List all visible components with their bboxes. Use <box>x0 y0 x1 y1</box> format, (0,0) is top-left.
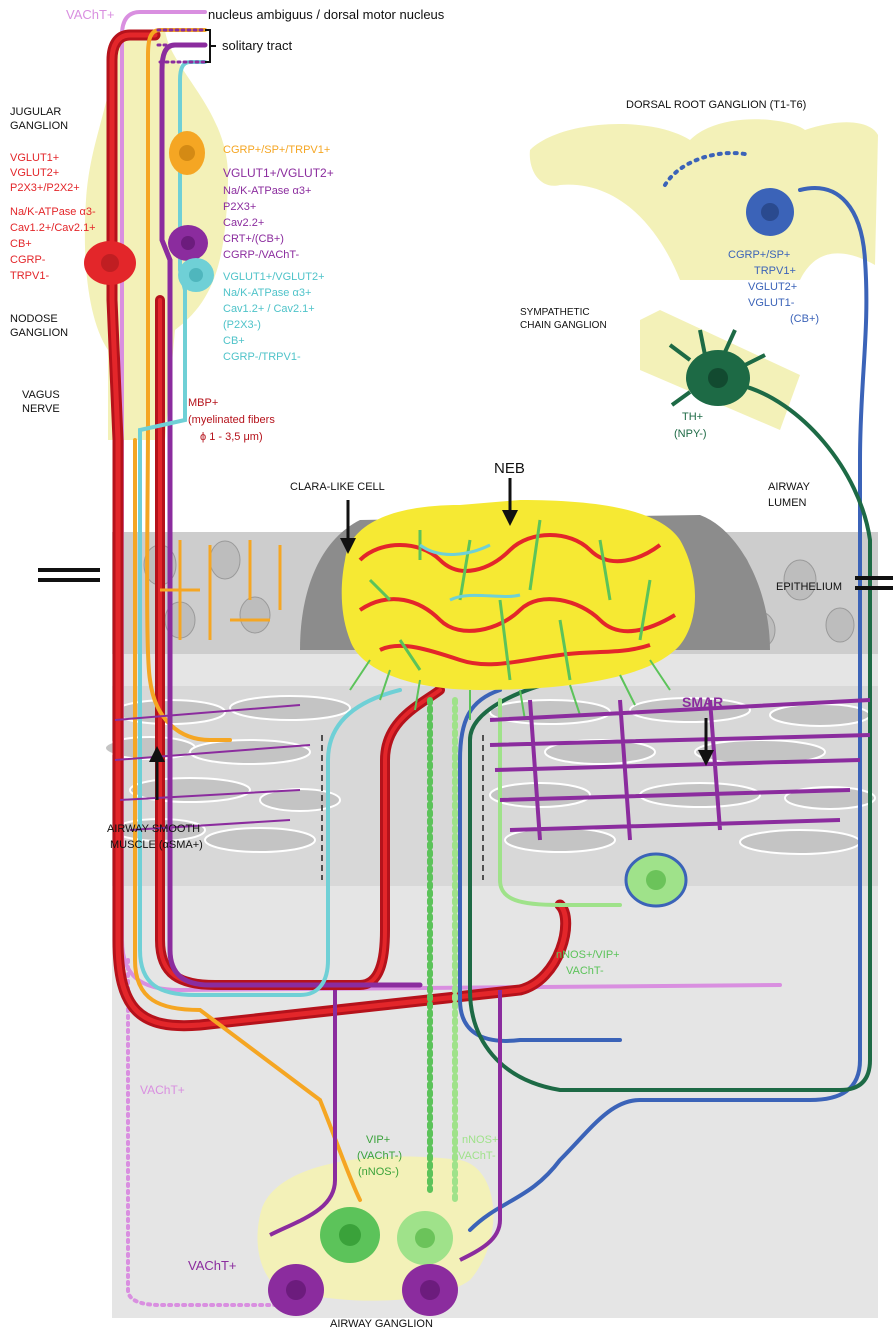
drg-body <box>530 119 878 280</box>
label-nnos-vip-2: VAChT- <box>566 965 604 977</box>
label-epithelium: EPITHELIUM <box>776 581 842 593</box>
label-sympathetic-2: CHAIN GANGLION <box>520 320 607 331</box>
label-airway-lumen-1: AIRWAY <box>768 481 811 493</box>
label-red-8: TRPV1- <box>10 270 49 282</box>
label-vacht-top: VAChT+ <box>66 7 115 22</box>
label-sympathetic-1: SYMPATHETIC <box>520 307 590 318</box>
label-red-6: CB+ <box>10 238 32 250</box>
label-nodose-1: NODOSE <box>10 313 58 325</box>
label-cyan-3: Cav1.2+ / Cav2.1+ <box>223 303 315 315</box>
ganglion-green-neuron <box>320 1207 380 1263</box>
ganglion-purple-neuron-left <box>268 1264 324 1316</box>
label-neb: NEB <box>494 460 525 477</box>
label-vagus-2: NERVE <box>22 403 60 415</box>
label-jugular-1: JUGULAR <box>10 106 61 118</box>
label-purple-1: VGLUT1+/VGLUT2+ <box>223 166 334 180</box>
ganglion-purple-neuron-right <box>402 1264 458 1316</box>
label-clara: CLARA-LIKE CELL <box>290 481 385 493</box>
label-purple-5: CRT+/(CB+) <box>223 233 284 245</box>
red-nodose-neuron <box>84 241 136 285</box>
label-nnos-2: VAChT- <box>458 1150 496 1162</box>
label-red-4: Na/K-ATPase α3- <box>10 206 96 218</box>
label-vip-2: (VAChT-) <box>357 1150 402 1162</box>
label-vacht-ganglion: VAChT+ <box>188 1258 237 1273</box>
label-th-1: TH+ <box>682 411 703 423</box>
label-blue-2: TRPV1+ <box>754 265 796 277</box>
label-nnos-vip-1: nNOS+/VIP+ <box>556 949 620 961</box>
label-nnos-1: nNOS+ <box>462 1134 498 1146</box>
label-blue-1: CGRP+/SP+ <box>728 249 790 261</box>
label-th-2: (NPY-) <box>674 428 707 440</box>
label-vip-1: VIP+ <box>366 1134 390 1146</box>
label-blue-3: VGLUT2+ <box>748 281 797 293</box>
ganglion-light-green-neuron <box>397 1211 453 1265</box>
label-cyan-2: Na/K-ATPase α3+ <box>223 287 311 299</box>
label-smooth-muscle-2: MUSCLE (αSMA+) <box>110 839 203 851</box>
label-solitary: solitary tract <box>222 38 292 53</box>
label-mbp-2: (myelinated fibers <box>188 414 275 426</box>
orange-jugular-neuron <box>169 131 205 175</box>
purple-nodose-neuron <box>168 225 208 261</box>
label-red-3: P2X3+/P2X2+ <box>10 182 80 194</box>
label-blue-5: (CB+) <box>790 313 819 325</box>
label-nucleus: nucleus ambiguus / dorsal motor nucleus <box>208 7 445 22</box>
label-blue-4: VGLUT1- <box>748 297 795 309</box>
label-smar: SMAR <box>682 694 723 710</box>
label-mbp-1: MBP+ <box>188 397 218 409</box>
label-vagus-1: VAGUS <box>22 389 60 401</box>
label-purple-6: CGRP-/VAChT- <box>223 249 300 261</box>
label-vip-3: (nNOS-) <box>358 1166 399 1178</box>
label-smooth-muscle-1: AIRWAY SMOOTH <box>107 823 200 835</box>
label-purple-4: Cav2.2+ <box>223 217 264 229</box>
label-red-2: VGLUT2+ <box>10 167 59 179</box>
label-mbp-3: ϕ 1 - 3,5 μm) <box>200 431 263 443</box>
label-purple-2: Na/K-ATPase α3+ <box>223 185 311 197</box>
label-jugular-2: GANGLION <box>10 120 68 132</box>
label-red-5: Cav1.2+/Cav2.1+ <box>10 222 96 234</box>
label-orange-1: CGRP+/SP+/TRPV1+ <box>223 144 330 156</box>
label-nodose-2: GANGLION <box>10 327 68 339</box>
label-airway-ganglion: AIRWAY GANGLION <box>330 1318 433 1330</box>
blue-drg-neuron <box>746 188 794 236</box>
label-cyan-5: CB+ <box>223 335 245 347</box>
nnos-vip-neuron <box>626 854 686 906</box>
label-vacht-left: VAChT+ <box>140 1083 185 1097</box>
label-red-7: CGRP- <box>10 254 46 266</box>
label-cyan-1: VGLUT1+/VGLUT2+ <box>223 271 325 283</box>
label-drg: DORSAL ROOT GANGLION (T1-T6) <box>626 99 806 111</box>
label-cyan-6: CGRP-/TRPV1- <box>223 351 301 363</box>
label-cyan-4: (P2X3-) <box>223 319 261 331</box>
label-purple-3: P2X3+ <box>223 201 256 213</box>
label-red-1: VGLUT1+ <box>10 152 59 164</box>
label-airway-lumen-2: LUMEN <box>768 497 807 509</box>
cyan-nodose-neuron <box>178 258 214 292</box>
